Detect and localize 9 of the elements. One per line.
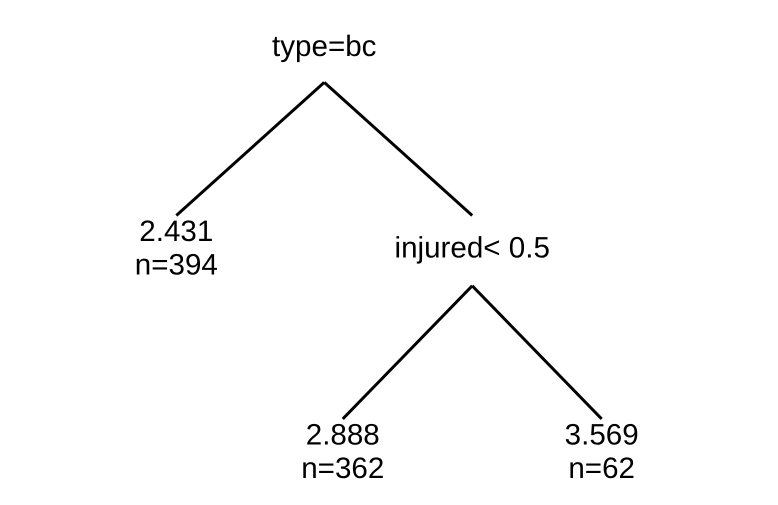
connector: [342, 284, 474, 420]
node-text: 3.569 n=62: [564, 418, 639, 485]
connector: [175, 81, 326, 217]
node-text: injured< 0.5: [394, 232, 550, 265]
node-text: 2.888 n=362: [301, 418, 384, 485]
node-text: type=bc: [272, 30, 376, 64]
node-text: 2.431 n=394: [134, 215, 218, 282]
connector: [471, 284, 603, 420]
connector: [323, 81, 474, 217]
